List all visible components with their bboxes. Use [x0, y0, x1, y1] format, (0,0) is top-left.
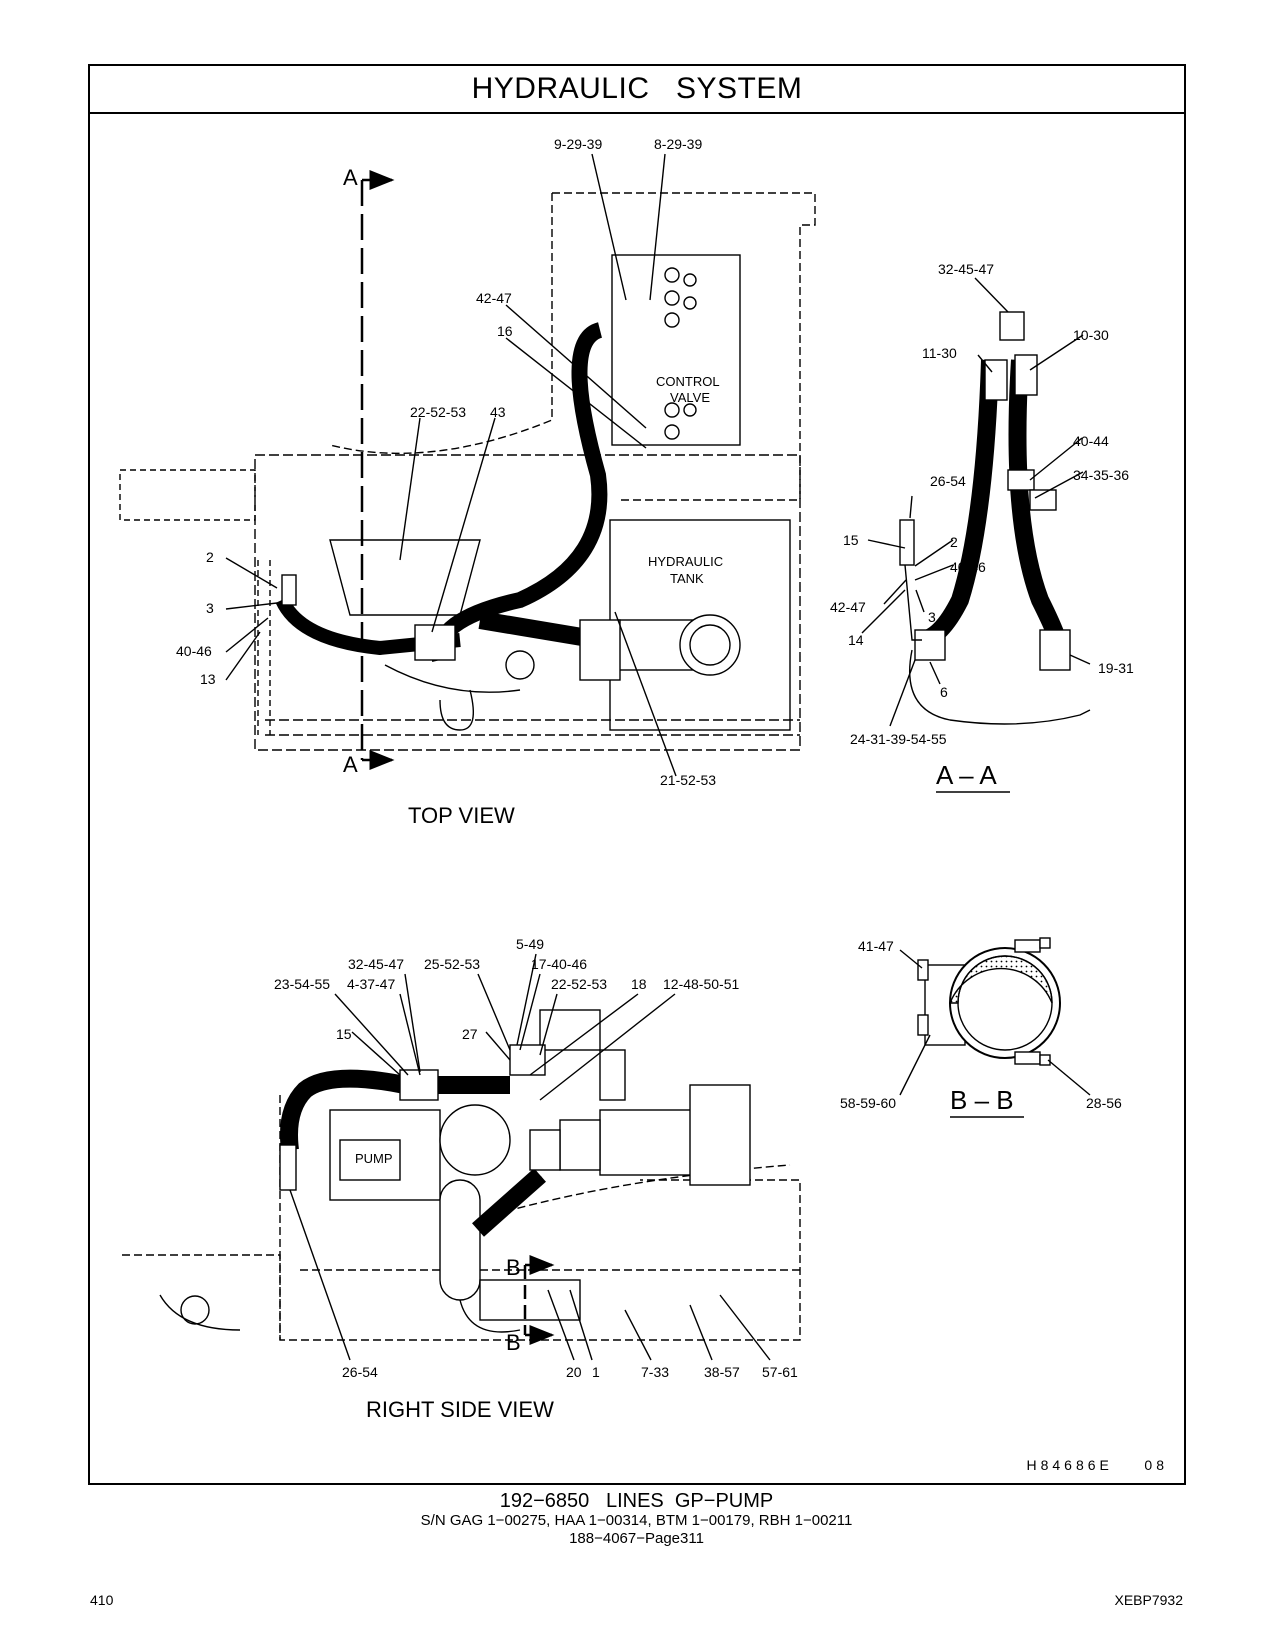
callout-17-40-46: 17-40-46 [531, 956, 587, 972]
callout-34-35-36: 34-35-36 [1073, 467, 1129, 483]
section-b-top: B [506, 1255, 521, 1280]
callout-58-59-60: 58-59-60 [840, 1095, 896, 1111]
callout-27: 27 [462, 1026, 478, 1042]
part-caption: 192−6850 LINES GP−PUMP [499, 1490, 774, 1512]
section-bb-labels: 41-47 58-59-60 28-56 B – B [840, 938, 1122, 1118]
control-valve-label-2: VALVE [670, 390, 710, 405]
section-a-bottom: A [343, 752, 358, 777]
callout-26-54-aa: 26-54 [930, 473, 966, 489]
callout-40-46: 40-46 [176, 643, 212, 659]
callout-38-57: 38-57 [704, 1364, 740, 1380]
callout-32-45-47-aa: 32-45-47 [938, 261, 994, 277]
callout-20: 20 [566, 1364, 582, 1380]
section-bb-view [899, 937, 1091, 1096]
page-title: HYDRAULIC SYSTEM [471, 72, 803, 105]
control-valve-label-1: CONTROL [656, 374, 720, 389]
callout-11-30: 11-30 [922, 345, 957, 361]
callout-22-52-53-side: 22-52-53 [551, 976, 607, 992]
section-bb-title: B – B [950, 1085, 1014, 1115]
callout-13: 13 [200, 671, 216, 687]
top-view [119, 153, 816, 777]
callout-40-44: 40-44 [1073, 433, 1109, 449]
serial-numbers: S/N GAG 1−00275, HAA 1−00314, BTM 1−0017… [420, 1512, 853, 1529]
hydraulic-tank-label-1: HYDRAULIC [648, 554, 723, 569]
callout-41-47: 41-47 [858, 938, 894, 954]
callout-6: 6 [940, 684, 948, 700]
callout-22-52-53: 22-52-53 [410, 404, 466, 420]
section-aa-view [861, 277, 1091, 727]
callout-25-52-53: 25-52-53 [424, 956, 480, 972]
right-side-labels: 5-49 32-45-47 25-52-53 17-40-46 23-54-55… [274, 936, 798, 1422]
callout-3: 3 [206, 600, 214, 616]
page-reference: 188−4067−Page311 [569, 1530, 704, 1547]
callout-15-side: 15 [336, 1026, 352, 1042]
callout-18: 18 [631, 976, 647, 992]
section-aa-labels: 32-45-47 10-30 11-30 40-44 34-35-36 26-5… [830, 261, 1134, 793]
callout-5-49: 5-49 [516, 936, 544, 952]
callout-9-29-39: 9-29-39 [554, 136, 602, 152]
right-side-view [122, 953, 801, 1361]
callout-21-52-53: 21-52-53 [660, 772, 716, 788]
document-id: XEBP7932 [1114, 1592, 1184, 1608]
callout-7-33: 7-33 [641, 1364, 669, 1380]
pump-label: PUMP [355, 1151, 393, 1166]
callout-40-46-aa: 40-46 [950, 559, 986, 575]
callout-42-47-aa: 42-47 [830, 599, 866, 615]
callout-26-54-side: 26-54 [342, 1364, 378, 1380]
top-view-title: TOP VIEW [408, 803, 515, 828]
callout-43: 43 [490, 404, 506, 420]
drawing-frame: HYDRAULIC SYSTEM H84686E 08 [88, 64, 1186, 1485]
callout-19-31: 19-31 [1098, 660, 1134, 676]
right-side-view-title: RIGHT SIDE VIEW [366, 1397, 554, 1422]
callout-2-aa: 2 [950, 534, 958, 550]
callout-3-aa: 3 [928, 609, 936, 625]
callout-57-61: 57-61 [762, 1364, 798, 1380]
callout-1: 1 [592, 1364, 600, 1380]
callout-42-47: 42-47 [476, 290, 512, 306]
callout-4-37-47: 4-37-47 [347, 976, 395, 992]
section-aa-title: A – A [936, 760, 997, 790]
callout-28-56: 28-56 [1086, 1095, 1122, 1111]
callout-32-45-47-side: 32-45-47 [348, 956, 404, 972]
section-a-top: A [343, 165, 358, 190]
section-b-bottom: B [506, 1330, 521, 1355]
callout-23-54-55: 23-54-55 [274, 976, 330, 992]
callout-24-31-39-54-55: 24-31-39-54-55 [850, 731, 947, 747]
hydraulic-tank-label-2: TANK [670, 571, 704, 586]
callout-16: 16 [497, 323, 513, 339]
callout-15-aa: 15 [843, 532, 859, 548]
callout-14: 14 [848, 632, 864, 648]
callout-12-48-50-51: 12-48-50-51 [663, 976, 739, 992]
callout-8-29-39: 8-29-39 [654, 136, 702, 152]
callout-10-30: 10-30 [1073, 327, 1109, 343]
title-bar: HYDRAULIC SYSTEM [90, 66, 1184, 114]
top-view-labels: 9-29-39 8-29-39 42-47 16 22-52-53 43 2 3… [176, 136, 723, 828]
callout-2: 2 [206, 549, 214, 565]
drawing-code: H84686E 08 [1026, 1457, 1168, 1473]
page-number: 410 [90, 1592, 114, 1608]
